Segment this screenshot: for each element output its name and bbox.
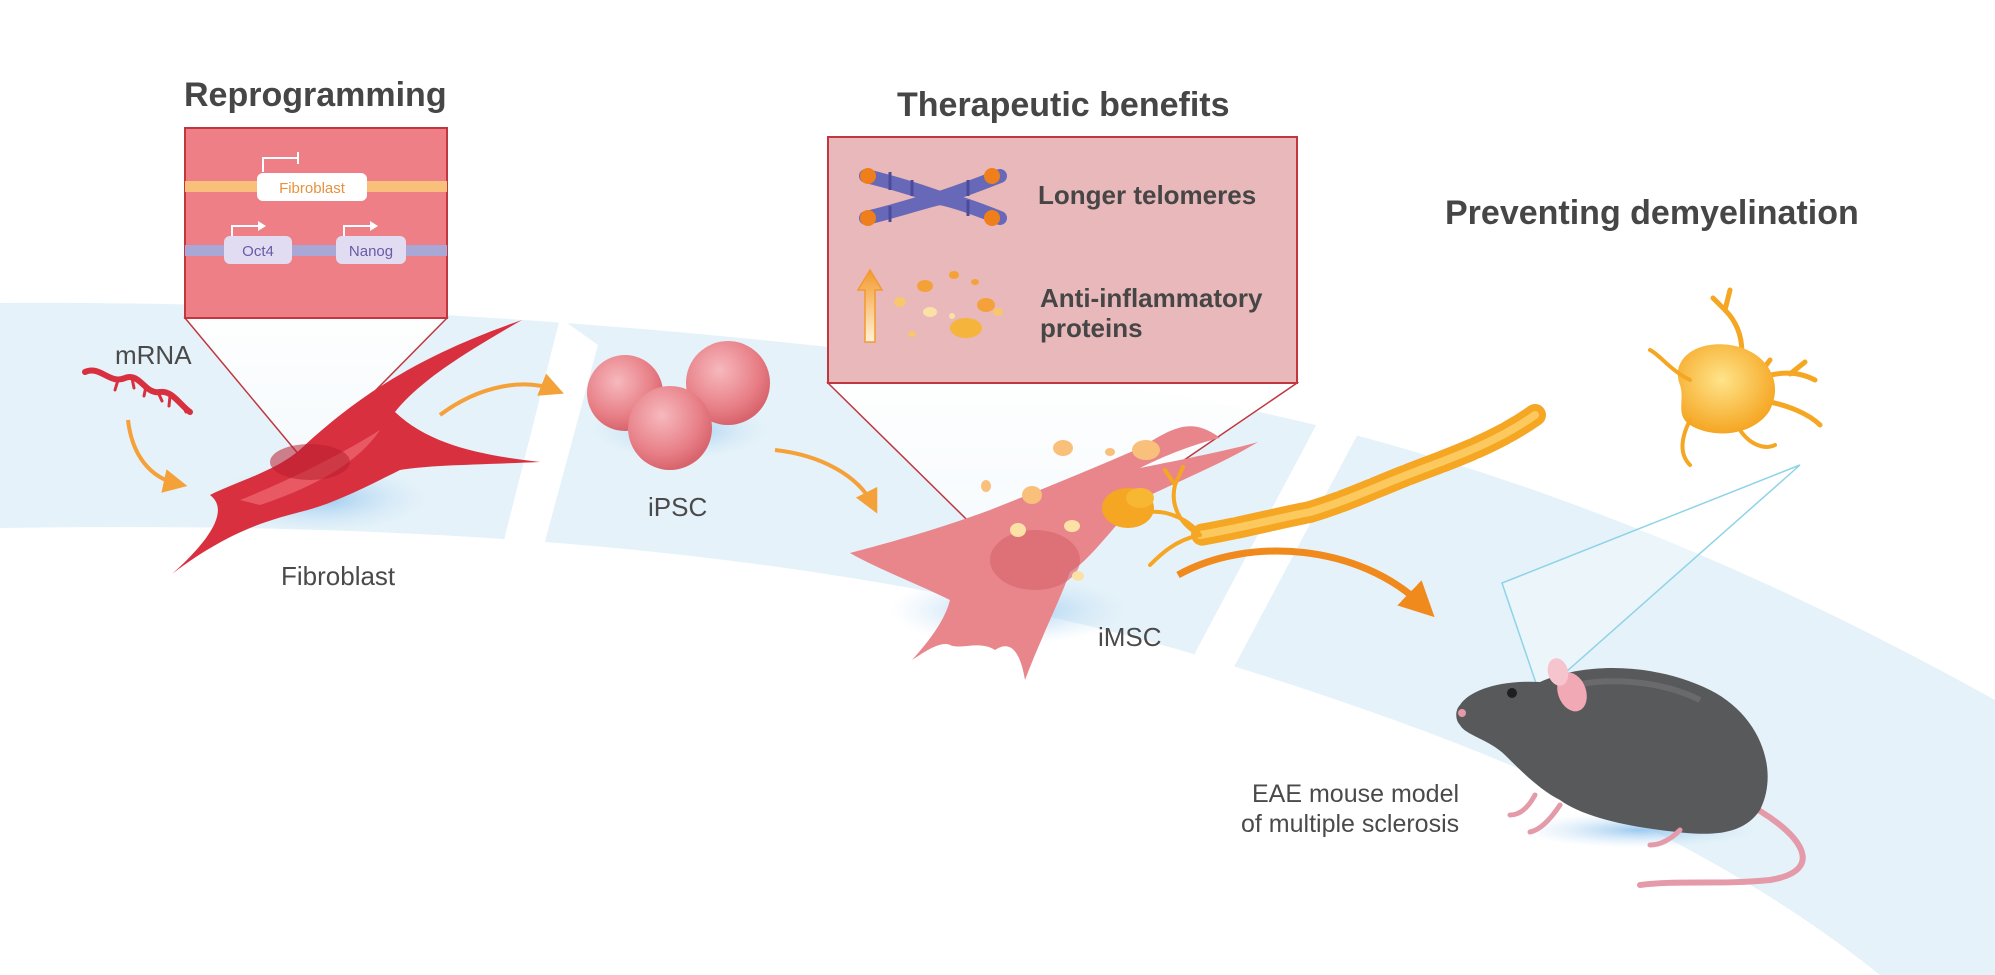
benefit-anti-inflammatory-line1: Anti-inflammatory xyxy=(1040,283,1263,313)
imsc-to-mouse-arrow xyxy=(1176,547,1435,618)
ipsc-cluster xyxy=(587,341,770,470)
imsc-label: iMSC xyxy=(1098,622,1162,652)
therapeutic-benefits-title: Therapeutic benefits xyxy=(897,86,1230,124)
zoom-funnel xyxy=(1501,464,1801,697)
gene-oct4-label: Oct4 xyxy=(242,243,274,260)
ipsc-to-imsc-arrow xyxy=(774,448,878,514)
pathway-band xyxy=(0,302,1995,975)
mouse-model-label-line1: EAE mouse model xyxy=(1252,780,1460,808)
chromosome-icon xyxy=(859,168,1007,226)
reprogramming-box: Fibroblast Oct4 Nanog xyxy=(183,127,449,464)
mrna-label: mRNA xyxy=(115,340,192,370)
fibroblast-cell xyxy=(172,320,540,574)
fibroblast-label: Fibroblast xyxy=(281,561,396,591)
mrna-strand xyxy=(82,367,193,415)
protein-increase-icon xyxy=(856,268,1003,343)
gene-nanog-label: Nanog xyxy=(349,243,393,260)
preventing-demyelination-title: Preventing demyelination xyxy=(1445,194,1859,232)
secreted-proteins xyxy=(981,440,1160,581)
mouse-illustration xyxy=(1456,658,1806,888)
reprogramming-title: Reprogramming xyxy=(184,76,447,114)
imsc-cell xyxy=(850,426,1258,680)
mrna-arrow xyxy=(126,419,188,493)
benefit-anti-inflammatory-line2: proteins xyxy=(1040,313,1143,343)
mouse-model-label-line2: of multiple sclerosis xyxy=(1241,810,1460,838)
ipsc-label: iPSC xyxy=(648,492,708,522)
neuron-icon xyxy=(1148,287,1823,567)
fibroblast-to-ipsc-arrow xyxy=(438,373,564,417)
benefit-longer-telomeres: Longer telomeres xyxy=(1038,180,1257,210)
gene-fibroblast-label: Fibroblast xyxy=(279,180,346,197)
